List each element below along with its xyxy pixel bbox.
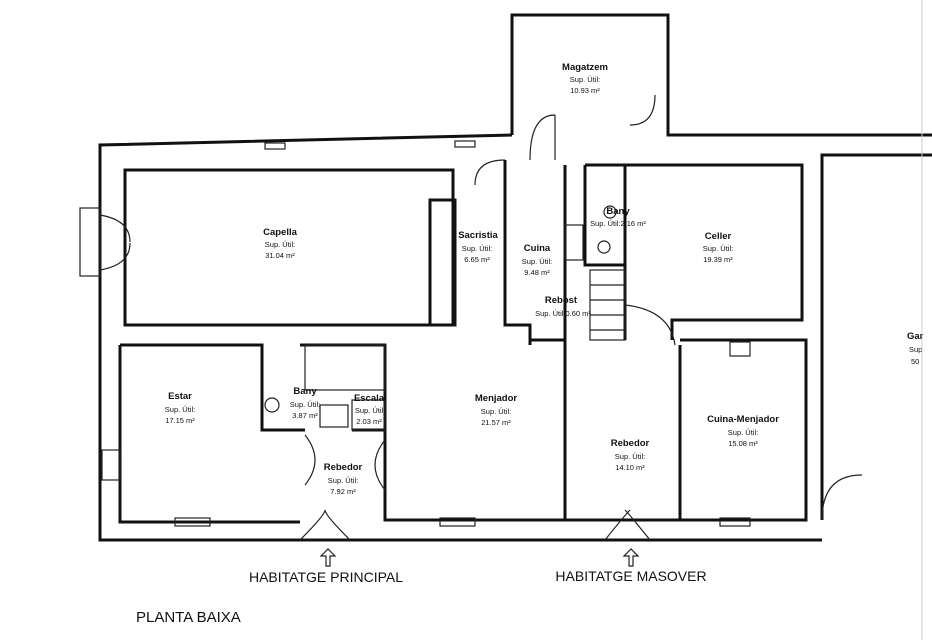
room-sacristia-area: 6.65 m² <box>464 255 490 264</box>
room-rebedor-masover-area: 14.10 m² <box>615 463 645 472</box>
room-celler-name: Celler <box>705 231 732 242</box>
room-estar-area: 17.15 m² <box>165 416 195 425</box>
area-label: Sup. Útil: <box>728 428 758 437</box>
walls <box>98 13 932 542</box>
room-capella-area: 31.04 m² <box>265 251 295 260</box>
room-bany-masover-name: Bany <box>606 206 630 217</box>
room-magatzem-area: 10.93 m² <box>570 86 600 95</box>
entrance-arrows <box>319 548 640 567</box>
room-cuina-menjador-name: Cuina-Menjador <box>707 414 779 425</box>
room-menjador-area: 21.57 m² <box>481 418 511 427</box>
area-label: Sup. Útil: <box>570 75 600 84</box>
area-label: Sup. Útil: <box>703 244 733 253</box>
area-label: Sup. Útil: <box>615 452 645 461</box>
room-cuina-name: Cuina <box>524 243 551 254</box>
room-rebedor-masover-name: Rebedor <box>611 438 650 449</box>
area-label: Sup. Útil: <box>462 244 492 253</box>
room-celler-area: 19.39 m² <box>703 255 733 264</box>
room-cuina-area: 9.48 m² <box>524 268 550 277</box>
room-escala-area: 2.03 m² <box>356 417 382 426</box>
area-label: Sup. Útil: <box>265 240 295 249</box>
plan-title: PLANTA BAIXA <box>136 609 241 626</box>
arrow-up-icon <box>622 548 640 567</box>
room-rebost-area: Sup. Útil:0.60 m² <box>535 309 591 318</box>
room-capella-name: Capella <box>263 227 298 238</box>
room-bany-name: Bany <box>293 386 317 397</box>
room-magatzem-name: Magatzem <box>562 62 608 73</box>
room-labels: Magatzem Sup. Útil: 10.93 m² Capella Sup… <box>165 62 924 496</box>
room-garatge-area: 50 <box>911 357 919 366</box>
area-label: Sup. Útil: <box>165 405 195 414</box>
room-rebedor-principal-name: Rebedor <box>324 462 363 473</box>
area-label: Sup. Útil: <box>328 476 358 485</box>
room-rebost-name: Rebost <box>545 295 578 306</box>
room-escala-area-label: Sup. Útil <box>355 406 384 415</box>
area-label: Sup. Útil: <box>481 407 511 416</box>
room-escala-name: Escala <box>354 393 385 404</box>
area-label: Sup. Útil: <box>522 257 552 266</box>
room-bany-masover-area: Sup. Útil:2.16 m² <box>590 219 646 228</box>
room-sacristia-name: Sacristia <box>458 230 498 241</box>
room-cuina-menjador-area: 15.08 m² <box>728 439 758 448</box>
entrance-masover-label: HABITATGE MASOVER <box>555 568 706 584</box>
room-bany-area: 3.87 m² <box>292 411 318 420</box>
room-garatge-area-label: Sup <box>909 345 922 354</box>
room-rebedor-principal-area: 7.92 m² <box>330 487 356 496</box>
entrance-principal-label: HABITATGE PRINCIPAL <box>249 569 403 585</box>
room-menjador-name: Menjador <box>475 393 518 404</box>
area-label: Sup. Útil: <box>290 400 320 409</box>
arrow-up-icon <box>319 548 337 567</box>
fixtures <box>79 94 863 541</box>
room-garatge-name: Gar <box>907 331 924 342</box>
room-estar-name: Estar <box>168 391 192 402</box>
